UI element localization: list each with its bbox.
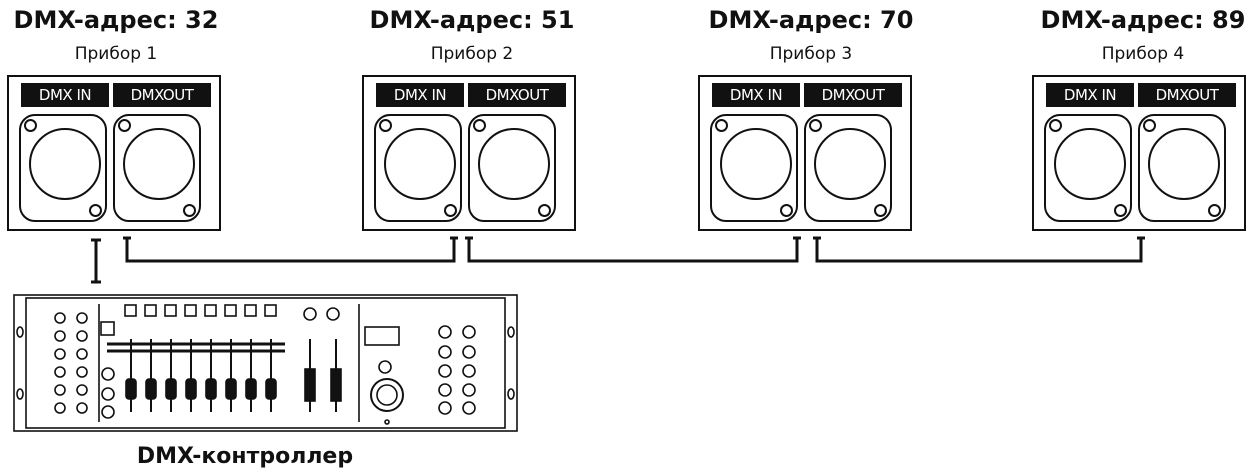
fixture-2-name: Прибор 2: [430, 44, 514, 64]
dmx-in-jack: [1044, 114, 1132, 222]
dmx-out-label: DMXOUT: [804, 83, 902, 107]
dmx-out-jack: [113, 114, 201, 222]
dmx-in-label: DMX IN: [1046, 83, 1134, 107]
cable-fixture-1-to-2: [125, 238, 456, 263]
fixture-1: DMX IN DMXOUT: [7, 75, 221, 231]
rack-hole-icon: [16, 326, 24, 338]
dmx-out-label: DMXOUT: [1138, 83, 1236, 107]
fixture-2-address: DMX-адрес: 51: [369, 6, 575, 34]
dmx-controller: [13, 294, 518, 432]
dmx-in-label: DMX IN: [376, 83, 464, 107]
cable-fixture-2-to-3: [467, 238, 799, 263]
dmx-in-label: DMX IN: [21, 83, 109, 107]
dmx-out-jack: [804, 114, 892, 222]
fixture-1-name: Прибор 1: [74, 44, 158, 64]
fixture-3-address: DMX-адрес: 70: [708, 6, 914, 34]
dmx-out-label: DMXOUT: [113, 83, 211, 107]
fixture-4-address: DMX-адрес: 89: [1040, 6, 1246, 34]
fixture-4: DMX IN DMXOUT: [1032, 75, 1246, 231]
fixture-3-name: Прибор 3: [769, 44, 853, 64]
fixture-1-address: DMX-адрес: 32: [13, 6, 219, 34]
controller-label: DMX-контроллер: [136, 444, 354, 469]
cable-fixture-3-to-4: [815, 238, 1143, 263]
dmx-in-jack: [710, 114, 798, 222]
fixture-4-name: Прибор 4: [1101, 44, 1185, 64]
dmx-out-jack: [1138, 114, 1226, 222]
dmx-in-label: DMX IN: [712, 83, 800, 107]
dmx-out-jack: [468, 114, 556, 222]
cable-controller-to-fixture-1: [91, 238, 101, 284]
dmx-in-jack: [19, 114, 107, 222]
controller-chassis: [13, 294, 518, 432]
dmx-out-label: DMXOUT: [468, 83, 566, 107]
fixture-3: DMX IN DMXOUT: [698, 75, 912, 231]
dmx-in-jack: [374, 114, 462, 222]
fixture-2: DMX IN DMXOUT: [362, 75, 576, 231]
